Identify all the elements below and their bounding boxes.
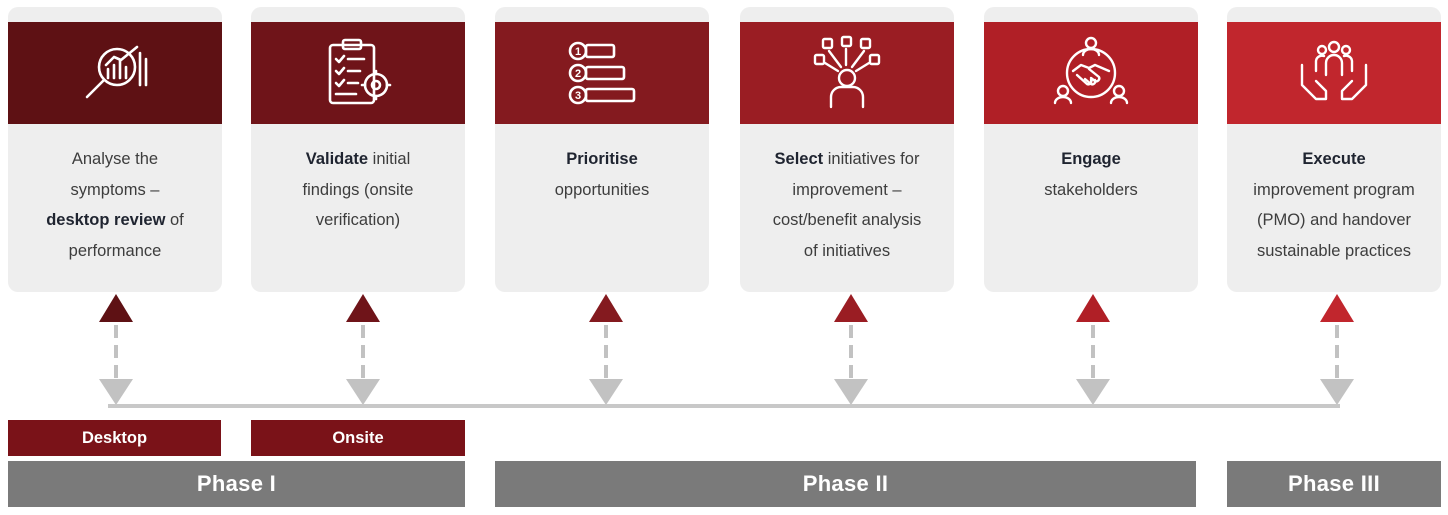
down-arrow-5 <box>1076 379 1110 405</box>
up-arrow-5 <box>1076 294 1110 322</box>
step-card-4: Select initiatives for improvement – cost/… <box>740 7 954 292</box>
step-card-3: 1 2 3 Prioritise opportunities <box>495 7 709 292</box>
connector-6 <box>1335 325 1339 379</box>
step-text-segment: initiatives for <box>823 150 920 168</box>
sub-phase-desktop: Desktop <box>8 420 221 456</box>
step-text-segment: improvement program <box>1253 180 1415 199</box>
step-card-2: Validate initial findings (onsite verifica… <box>251 7 465 292</box>
connector-4 <box>849 325 853 379</box>
step-text-segment: improvement – <box>792 180 902 199</box>
step-text-segment: (PMO) and handover <box>1256 211 1412 229</box>
step-text-bold: Select <box>774 150 824 168</box>
step-header-2 <box>251 22 465 124</box>
step-text-segment: stakeholders <box>1044 180 1138 199</box>
svg-text:2: 2 <box>575 68 581 80</box>
step-text-segment: of <box>165 211 184 229</box>
step-text-5: Engage stakeholders <box>994 144 1188 205</box>
step-text-segment: symptoms – <box>70 180 160 199</box>
phase-2-bar: Phase II <box>495 461 1196 507</box>
down-arrow-2 <box>346 379 380 405</box>
hands-people-icon <box>1300 40 1368 101</box>
checklist-gear-icon <box>328 38 392 105</box>
down-arrow-6 <box>1320 379 1354 405</box>
step-text-segment: findings (onsite <box>302 180 414 199</box>
step-text-segment: Analyse the <box>71 150 159 168</box>
step-header-5 <box>984 22 1198 124</box>
up-arrow-6 <box>1320 294 1354 322</box>
step-text-2: Validate initial findings (onsite verifica… <box>261 144 455 236</box>
up-arrow-2 <box>346 294 380 322</box>
person-choices-icon <box>813 35 881 109</box>
numbered-list-icon: 1 2 3 <box>568 41 636 105</box>
step-header-1 <box>8 22 222 124</box>
step-header-6 <box>1227 22 1441 124</box>
handshake-network-icon <box>1053 36 1129 105</box>
up-arrow-1 <box>99 294 133 322</box>
down-arrow-4 <box>834 379 868 405</box>
step-text-segment: cost/benefit analysis <box>772 211 922 229</box>
step-card-6: Execute improvement program (PMO) and hand… <box>1227 7 1441 292</box>
step-text-4: Select initiatives for improvement – cost/… <box>750 144 944 266</box>
connector-3 <box>604 325 608 379</box>
connector-2 <box>361 325 365 379</box>
step-text-6: Execute improvement program (PMO) and hand… <box>1237 144 1431 266</box>
magnifier-chart-icon <box>85 45 148 99</box>
step-text-bold: Execute <box>1302 150 1366 168</box>
step-header-4 <box>740 22 954 124</box>
connector-1 <box>114 325 118 379</box>
step-text-bold: Prioritise <box>566 150 638 168</box>
step-text-segment: performance <box>68 241 162 260</box>
step-text-segment: of initiatives <box>803 241 891 260</box>
svg-text:3: 3 <box>575 90 581 102</box>
up-arrow-4 <box>834 294 868 322</box>
svg-text:1: 1 <box>575 46 581 58</box>
step-header-3: 1 2 3 <box>495 22 709 124</box>
sub-phase-onsite: Onsite <box>251 420 465 456</box>
timeline-line <box>108 404 1340 408</box>
step-text-segment: verification) <box>315 211 401 229</box>
phase-1-bar: Phase I <box>8 461 465 507</box>
connector-5 <box>1091 325 1095 379</box>
down-arrow-3 <box>589 379 623 405</box>
step-text-segment: sustainable practices <box>1256 241 1412 260</box>
step-text-segment: opportunities <box>554 180 650 199</box>
up-arrow-3 <box>589 294 623 322</box>
step-text-bold: Validate <box>305 150 369 168</box>
step-text-bold: Engage <box>1061 150 1121 168</box>
down-arrow-1 <box>99 379 133 405</box>
step-text-3: Prioritise opportunities <box>505 144 699 205</box>
step-text-bold: desktop review <box>46 211 166 229</box>
step-text-segment: initial <box>368 150 411 168</box>
step-card-5: Engage stakeholders <box>984 7 1198 292</box>
phase-3-bar: Phase III <box>1227 461 1441 507</box>
